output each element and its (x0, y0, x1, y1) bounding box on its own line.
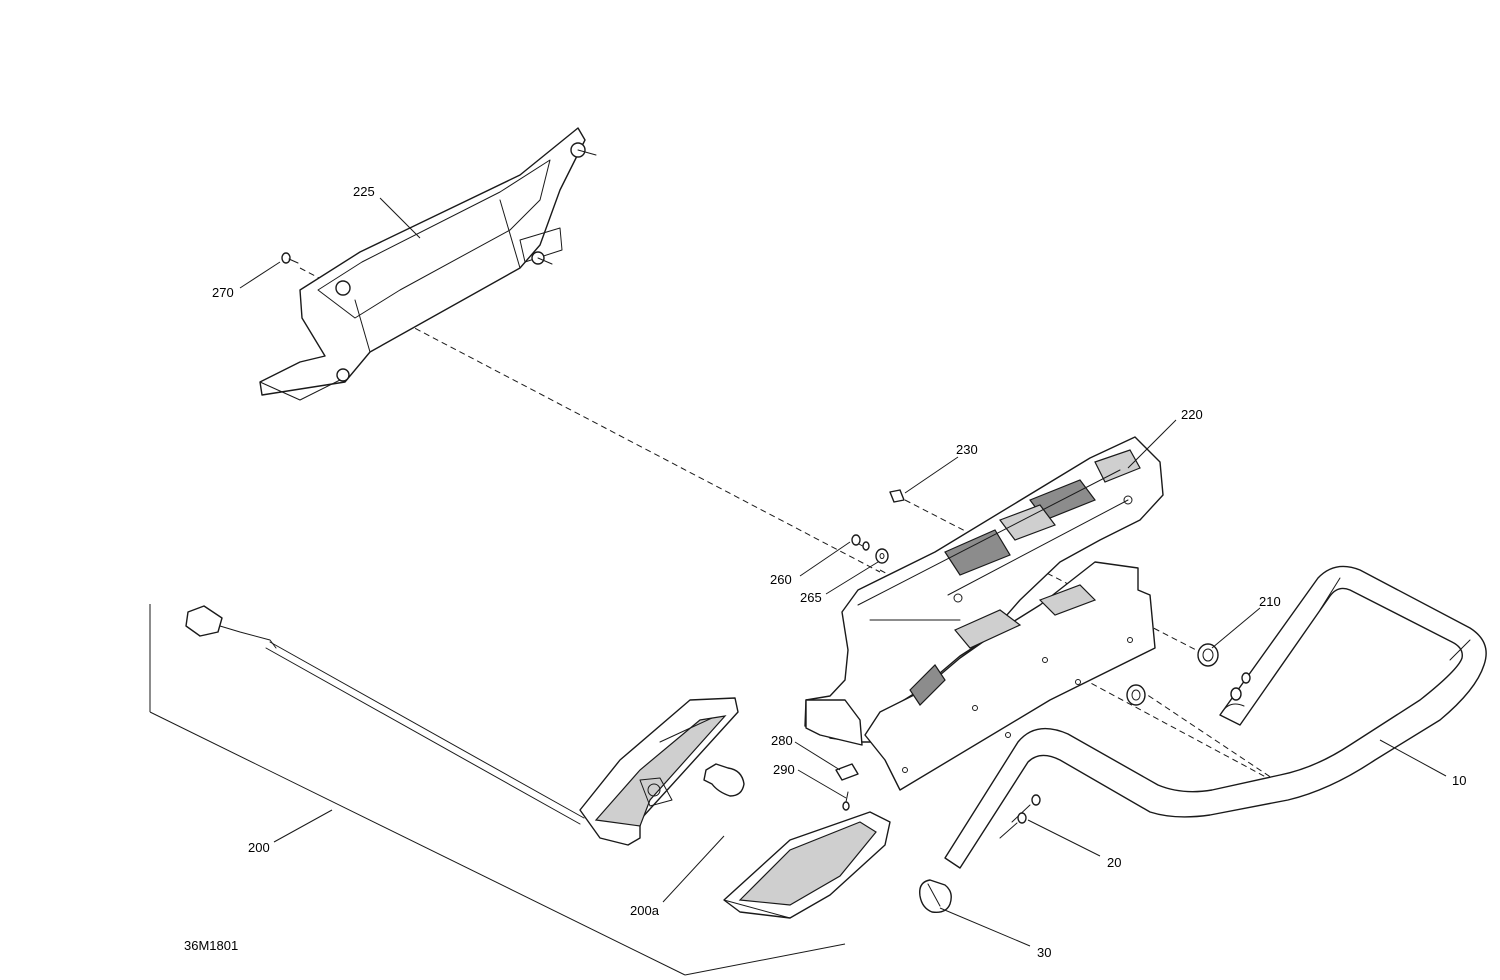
assembly-lines (299, 267, 1291, 791)
callout-225: 225 (353, 184, 375, 199)
callout-290: 290 (773, 762, 795, 777)
part-260-bolt (851, 534, 870, 551)
kit-bracket-lines (149, 604, 846, 976)
part-270-screw (281, 252, 299, 264)
leader-lines (239, 197, 1447, 947)
callout-270: 270 (212, 285, 234, 300)
part-10-handle (944, 565, 1487, 869)
callout-260: 260 (770, 572, 792, 587)
callout-220: 220 (1181, 407, 1203, 422)
callout-265: 265 (800, 590, 822, 605)
light-lens-cover (723, 811, 891, 919)
callout-labels: 225 270 220 230 260 265 210 10 20 30 200… (212, 184, 1466, 960)
part-290-screw (842, 791, 850, 811)
part-220-housing (804, 436, 1164, 791)
callout-230: 230 (956, 442, 978, 457)
callout-20: 20 (1107, 855, 1121, 870)
callout-280: 280 (771, 733, 793, 748)
part-30-end-cap (919, 879, 952, 914)
part-265-washer (875, 548, 889, 564)
callout-200a: 200a (630, 903, 660, 918)
part-200a-bulb (703, 763, 745, 797)
callout-200: 200 (248, 840, 270, 855)
callout-210: 210 (1259, 594, 1281, 609)
part-225-bracket (259, 127, 597, 401)
part-230-clip (889, 489, 905, 503)
callout-30: 30 (1037, 945, 1051, 960)
part-210-grommet (1126, 643, 1219, 706)
part-280-nut (835, 763, 859, 781)
callout-10: 10 (1452, 773, 1466, 788)
part-200-light-assembly (185, 605, 739, 846)
part-20-screws (999, 794, 1041, 839)
diagram-reference-code: 36M1801 (184, 938, 238, 953)
